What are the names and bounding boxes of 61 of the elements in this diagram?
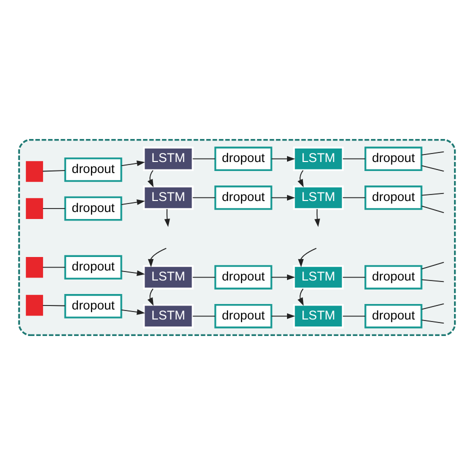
node-box: dropout: [364, 303, 422, 328]
connector: [342, 315, 366, 316]
arrow: [271, 155, 296, 162]
arrow: [298, 169, 304, 187]
connector: [42, 304, 66, 306]
connector: [421, 150, 444, 155]
arrow: [148, 169, 154, 187]
node-box: dropout: [64, 294, 122, 318]
node-box: [26, 198, 44, 218]
connector: [342, 196, 366, 198]
arrow: [148, 247, 167, 267]
connector: [192, 196, 216, 198]
node-box: dropout: [64, 254, 122, 280]
connector: [421, 302, 444, 310]
node-box: dropout: [364, 264, 422, 289]
connector: [421, 261, 444, 269]
arrow: [298, 288, 304, 306]
node-box: LSTM: [142, 146, 194, 171]
node-box: dropout: [214, 264, 272, 289]
arrow: [120, 270, 146, 276]
node-box: [26, 160, 44, 182]
connector: [421, 319, 444, 324]
arrow: [271, 194, 296, 200]
arrow: [271, 274, 296, 280]
connector: [342, 276, 366, 278]
connector: [42, 266, 66, 268]
arrow: [120, 160, 146, 166]
connector: [421, 192, 444, 196]
node-box: LSTM: [293, 303, 344, 328]
node-box: [26, 294, 44, 316]
connector: [192, 315, 216, 316]
connector: [421, 164, 444, 172]
node-box: LSTM: [293, 146, 344, 171]
connector: [421, 278, 444, 282]
node-box: dropout: [214, 185, 272, 210]
node-box: dropout: [364, 185, 422, 210]
arrow: [314, 208, 320, 227]
node-box: dropout: [214, 146, 272, 171]
arrow: [164, 208, 170, 227]
node-box: LSTM: [142, 303, 194, 328]
node-box: LSTM: [293, 185, 344, 210]
cluster: [18, 138, 456, 336]
node-box: LSTM: [293, 264, 344, 289]
connector: [192, 158, 216, 159]
node-box: [26, 256, 44, 278]
arrow: [148, 288, 154, 306]
node-box: LSTM: [142, 185, 194, 210]
node-box: dropout: [214, 303, 272, 328]
connector: [42, 208, 66, 209]
arrow: [298, 247, 317, 267]
arrow: [120, 198, 146, 205]
node-box: dropout: [364, 146, 422, 171]
arrow: [271, 312, 296, 319]
connector: [192, 276, 216, 278]
node-box: dropout: [64, 196, 122, 220]
arrow: [120, 308, 146, 314]
node-box: LSTM: [142, 264, 194, 289]
connector: [342, 158, 366, 159]
connector: [421, 205, 444, 213]
node-box: dropout: [64, 156, 122, 182]
connector: [42, 170, 66, 172]
